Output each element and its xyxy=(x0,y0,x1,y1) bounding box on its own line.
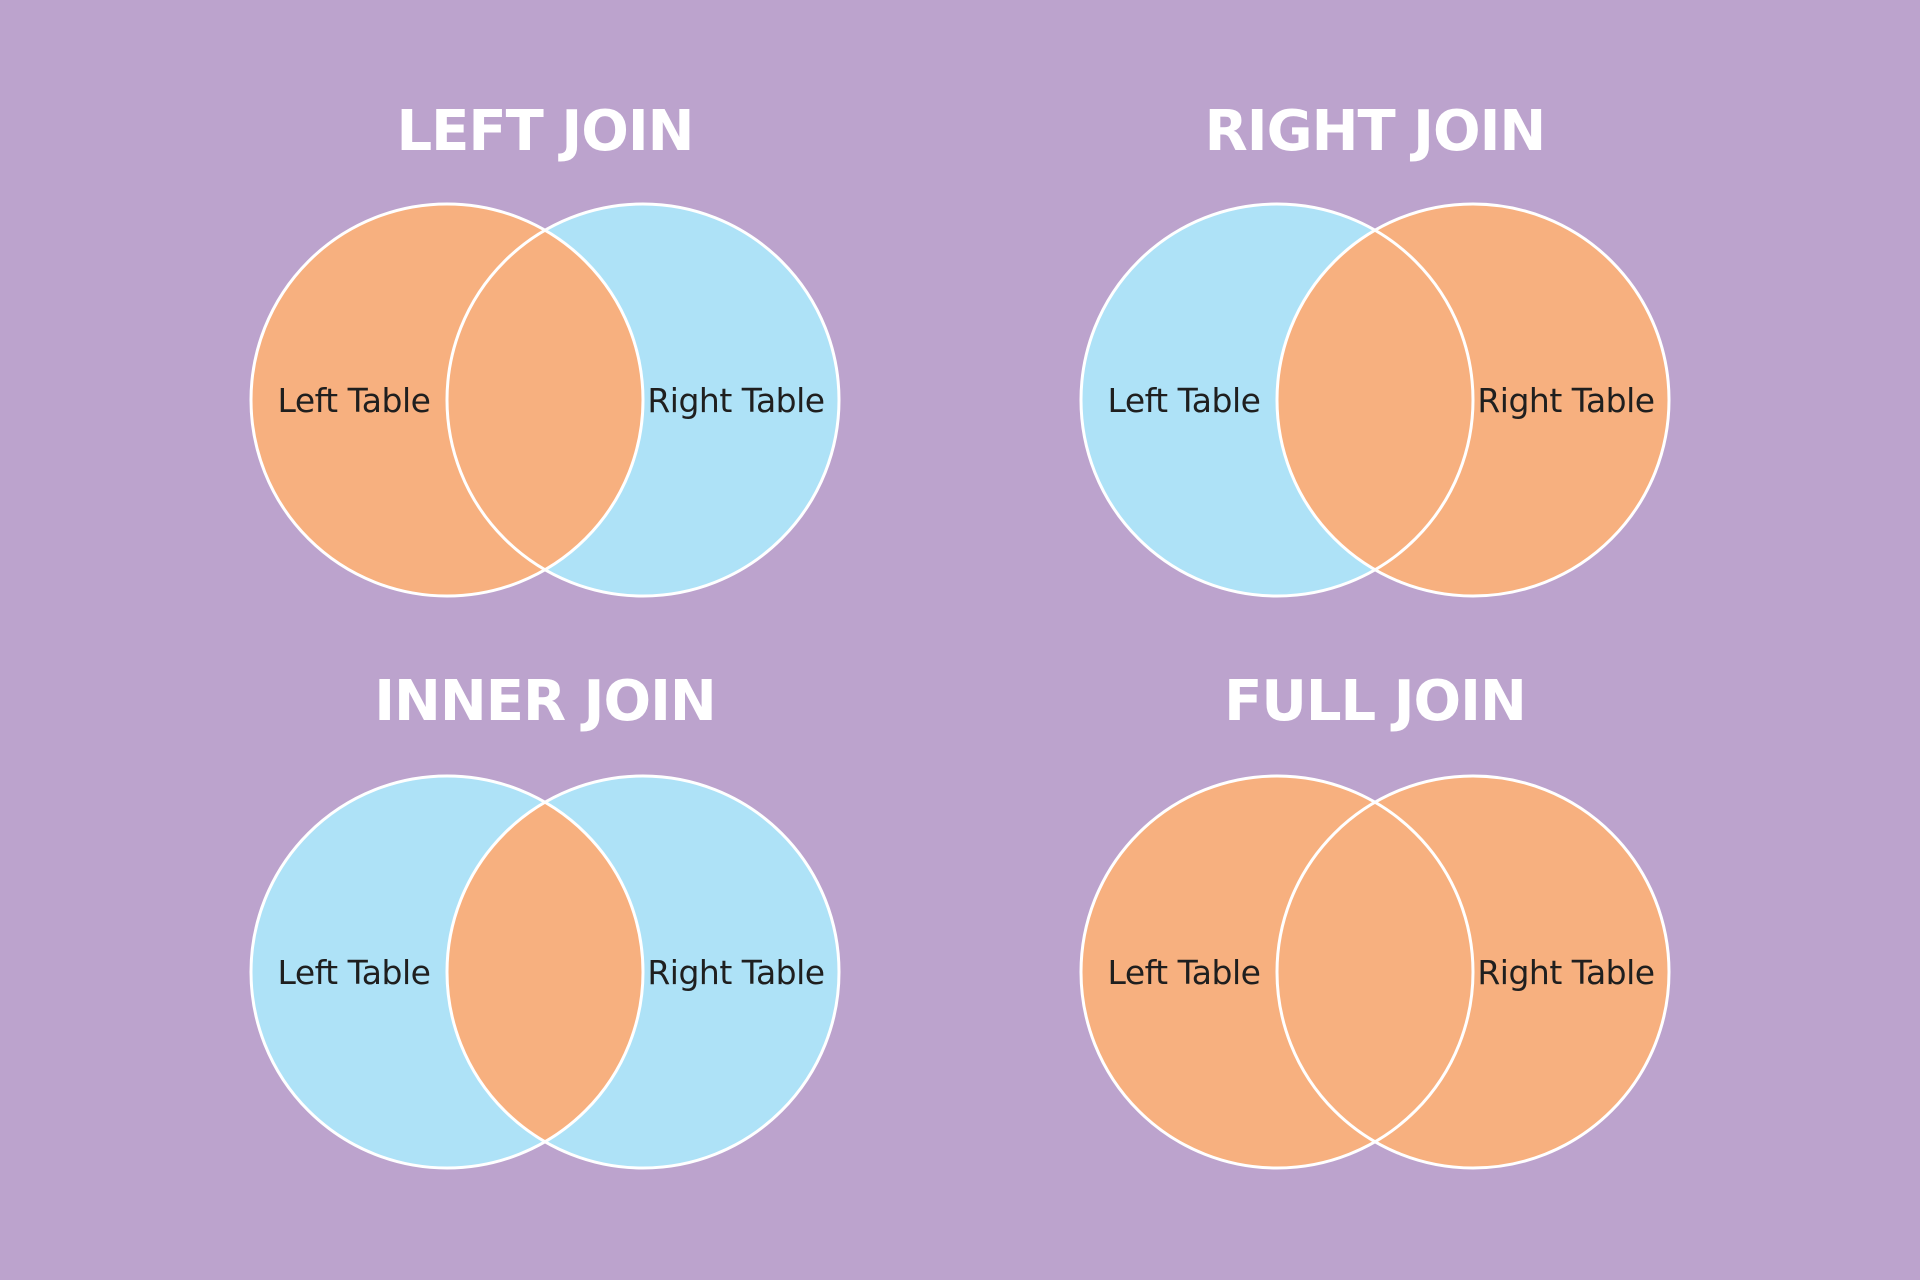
full-join-left-table-label: Left Table xyxy=(1108,953,1261,992)
left-join-right-only-region xyxy=(545,203,839,596)
left-join-diagram: LEFT JOIN Left Table Right Table xyxy=(249,99,841,598)
full-join-title: FULL JOIN xyxy=(1224,669,1526,734)
inner-join-right-table-label: Right Table xyxy=(647,953,824,992)
right-join-diagram: RIGHT JOIN Left Table Right Table xyxy=(1079,99,1671,598)
full-join-right-circle-outline xyxy=(1275,774,1671,1170)
left-join-left-table-label: Left Table xyxy=(278,381,431,420)
left-join-left-only-region xyxy=(251,203,545,596)
full-join-left-circle-outline xyxy=(1079,774,1475,1170)
right-join-left-only-region xyxy=(1081,203,1375,596)
left-join-title: LEFT JOIN xyxy=(396,99,693,164)
left-join-left-circle-outline xyxy=(249,202,645,598)
full-join-diagram: FULL JOIN Left Table Right Table xyxy=(1079,669,1671,1170)
right-join-right-table-label: Right Table xyxy=(1477,381,1654,420)
left-join-right-circle-outline xyxy=(445,202,841,598)
right-join-title: RIGHT JOIN xyxy=(1205,99,1546,164)
right-join-left-table-label: Left Table xyxy=(1108,381,1261,420)
left-join-intersection-region xyxy=(447,230,643,570)
right-join-right-only-region xyxy=(1375,203,1670,596)
inner-join-right-only-region xyxy=(545,775,840,1168)
inner-join-title: INNER JOIN xyxy=(374,669,716,734)
inner-join-left-only-region xyxy=(250,776,545,1169)
inner-join-diagram: INNER JOIN Left Table Right Table xyxy=(249,669,841,1170)
full-join-right-only-region xyxy=(1375,776,1670,1169)
inner-join-left-circle-outline xyxy=(249,774,645,1170)
right-join-right-circle-outline xyxy=(1275,202,1671,598)
inner-join-left-table-label: Left Table xyxy=(278,953,431,992)
inner-join-intersection-region xyxy=(447,802,643,1142)
left-join-right-table-label: Right Table xyxy=(647,381,824,420)
right-join-left-circle-outline xyxy=(1079,202,1475,598)
inner-join-right-circle-outline xyxy=(445,774,841,1170)
full-join-left-only-region xyxy=(1080,776,1375,1169)
full-join-intersection-region xyxy=(1277,802,1473,1142)
full-join-right-table-label: Right Table xyxy=(1477,953,1654,992)
right-join-intersection-region xyxy=(1277,230,1473,570)
